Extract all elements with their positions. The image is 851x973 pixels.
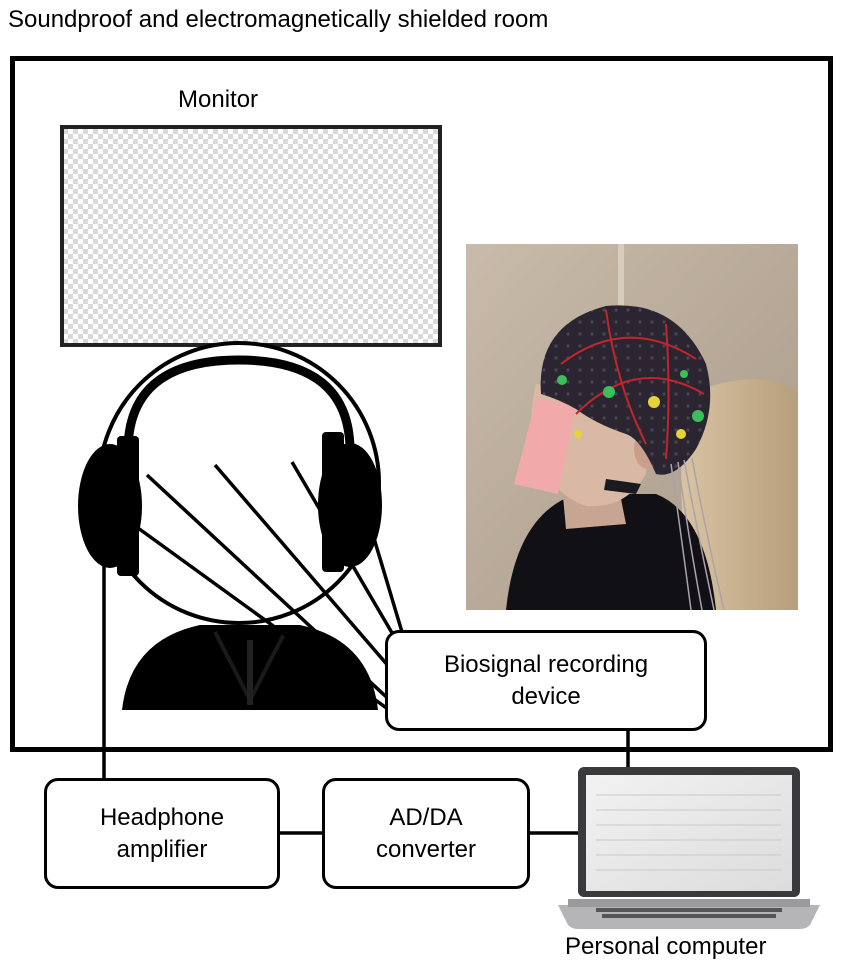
headphone-amplifier: Headphone amplifier — [44, 778, 280, 889]
monitor-label: Monitor — [178, 86, 259, 113]
lead-3 — [213, 463, 392, 670]
adda-label-line1: AD/DA — [389, 803, 463, 831]
lead-1 — [145, 473, 397, 707]
room-title: Soundproof and electromagnetically shiel… — [8, 6, 549, 33]
biosignal-recording-device: Biosignal recording device — [385, 630, 707, 731]
adda-label-line2: converter — [375, 835, 477, 863]
headphone-amp-label-line1: Headphone — [99, 803, 225, 831]
shielded-room-frame — [10, 56, 833, 752]
monitor — [60, 125, 442, 350]
monitor-screen — [60, 125, 442, 347]
headphone-left-cup — [78, 444, 142, 568]
headphone-right-cup — [318, 443, 382, 567]
lead-2 — [136, 526, 394, 714]
headphone-band — [123, 355, 355, 449]
laptop-screen — [586, 775, 792, 891]
biosignal-label-line2: device — [511, 682, 581, 710]
lead-5 — [368, 524, 404, 633]
lead-4 — [290, 461, 397, 639]
adda-converter: AD/DA converter — [322, 778, 530, 889]
headphone-amp-label-line2: amplifier — [116, 835, 208, 863]
face-privacy-mask — [514, 399, 576, 494]
participant-photo — [466, 244, 798, 610]
laptop-icon — [558, 767, 820, 929]
pc-label: Personal computer — [565, 933, 767, 960]
biosignal-label-line1: Biosignal recording — [443, 650, 649, 678]
